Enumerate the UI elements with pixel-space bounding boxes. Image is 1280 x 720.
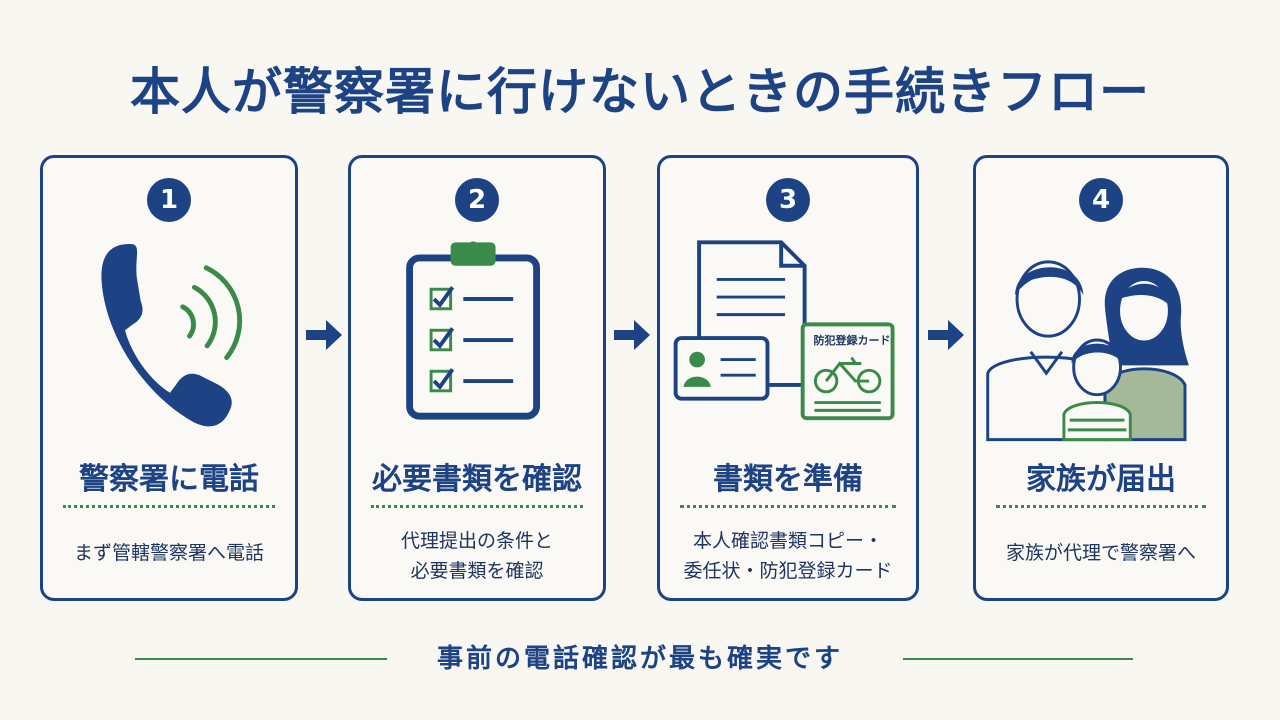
arrow-right-icon — [614, 320, 650, 350]
step-card-2: 2 必要書類を確認 代理提出の条件と 必要書類を確認 — [348, 155, 606, 601]
step-card-3: 3 防犯登録カード 書類を準備 本人確認書類コピー・ 委任状・防犯登録カード — [657, 155, 919, 601]
step-card-1: 1 警察署に電話 まず管轄警察署へ電話 — [40, 155, 298, 601]
footer-line-right — [903, 658, 1133, 660]
arrow-right-icon — [928, 320, 964, 350]
page-title: 本人が警察署に行けないときの手続きフロー — [130, 63, 1150, 121]
clipboard-checklist-icon — [406, 241, 540, 420]
step-description-2: 代理提出の条件と 必要書類を確認 — [400, 530, 553, 582]
bike-registration-card-label: 防犯登録カード — [813, 334, 891, 347]
step-title-2: 必要書類を確認 — [372, 462, 582, 497]
step-title-1: 警察署に電話 — [79, 462, 259, 497]
step-number-1: 1 — [147, 178, 191, 222]
footer-note: 事前の電話確認が最も確実です — [436, 644, 843, 674]
step-number-4: 4 — [1079, 178, 1123, 222]
step-card-4: 4 家族が届出 家族が代理で警察署へ — [973, 155, 1229, 601]
step-description-4: 家族が代理で警察署へ — [1005, 542, 1196, 564]
phone-icon — [101, 244, 243, 427]
step-divider-1 — [63, 505, 275, 508]
step-number-3: 3 — [766, 178, 810, 222]
step-number-2: 2 — [455, 178, 499, 222]
step-title-4: 家族が届出 — [1026, 462, 1176, 497]
arrow-right-icon — [306, 320, 342, 350]
family-icon — [986, 260, 1189, 442]
step-divider-4 — [996, 505, 1206, 508]
step-description-3: 本人確認書類コピー・ 委任状・防犯登録カード — [683, 530, 893, 582]
step-divider-3 — [680, 505, 896, 508]
step-description-1: まず管轄警察署へ電話 — [73, 542, 264, 564]
step-divider-2 — [371, 505, 583, 508]
documents-icon — [673, 240, 895, 421]
step-title-3: 書類を準備 — [713, 462, 863, 497]
footer-line-left — [135, 658, 387, 660]
